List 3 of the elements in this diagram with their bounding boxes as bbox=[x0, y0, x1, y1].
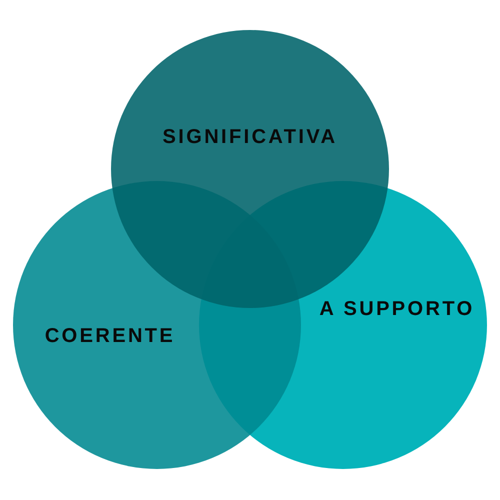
circle-label: SIGNIFICATIVA bbox=[162, 125, 338, 149]
circle-label: A SUPPORTO bbox=[319, 297, 475, 321]
circle-label: COERENTE bbox=[44, 324, 176, 348]
